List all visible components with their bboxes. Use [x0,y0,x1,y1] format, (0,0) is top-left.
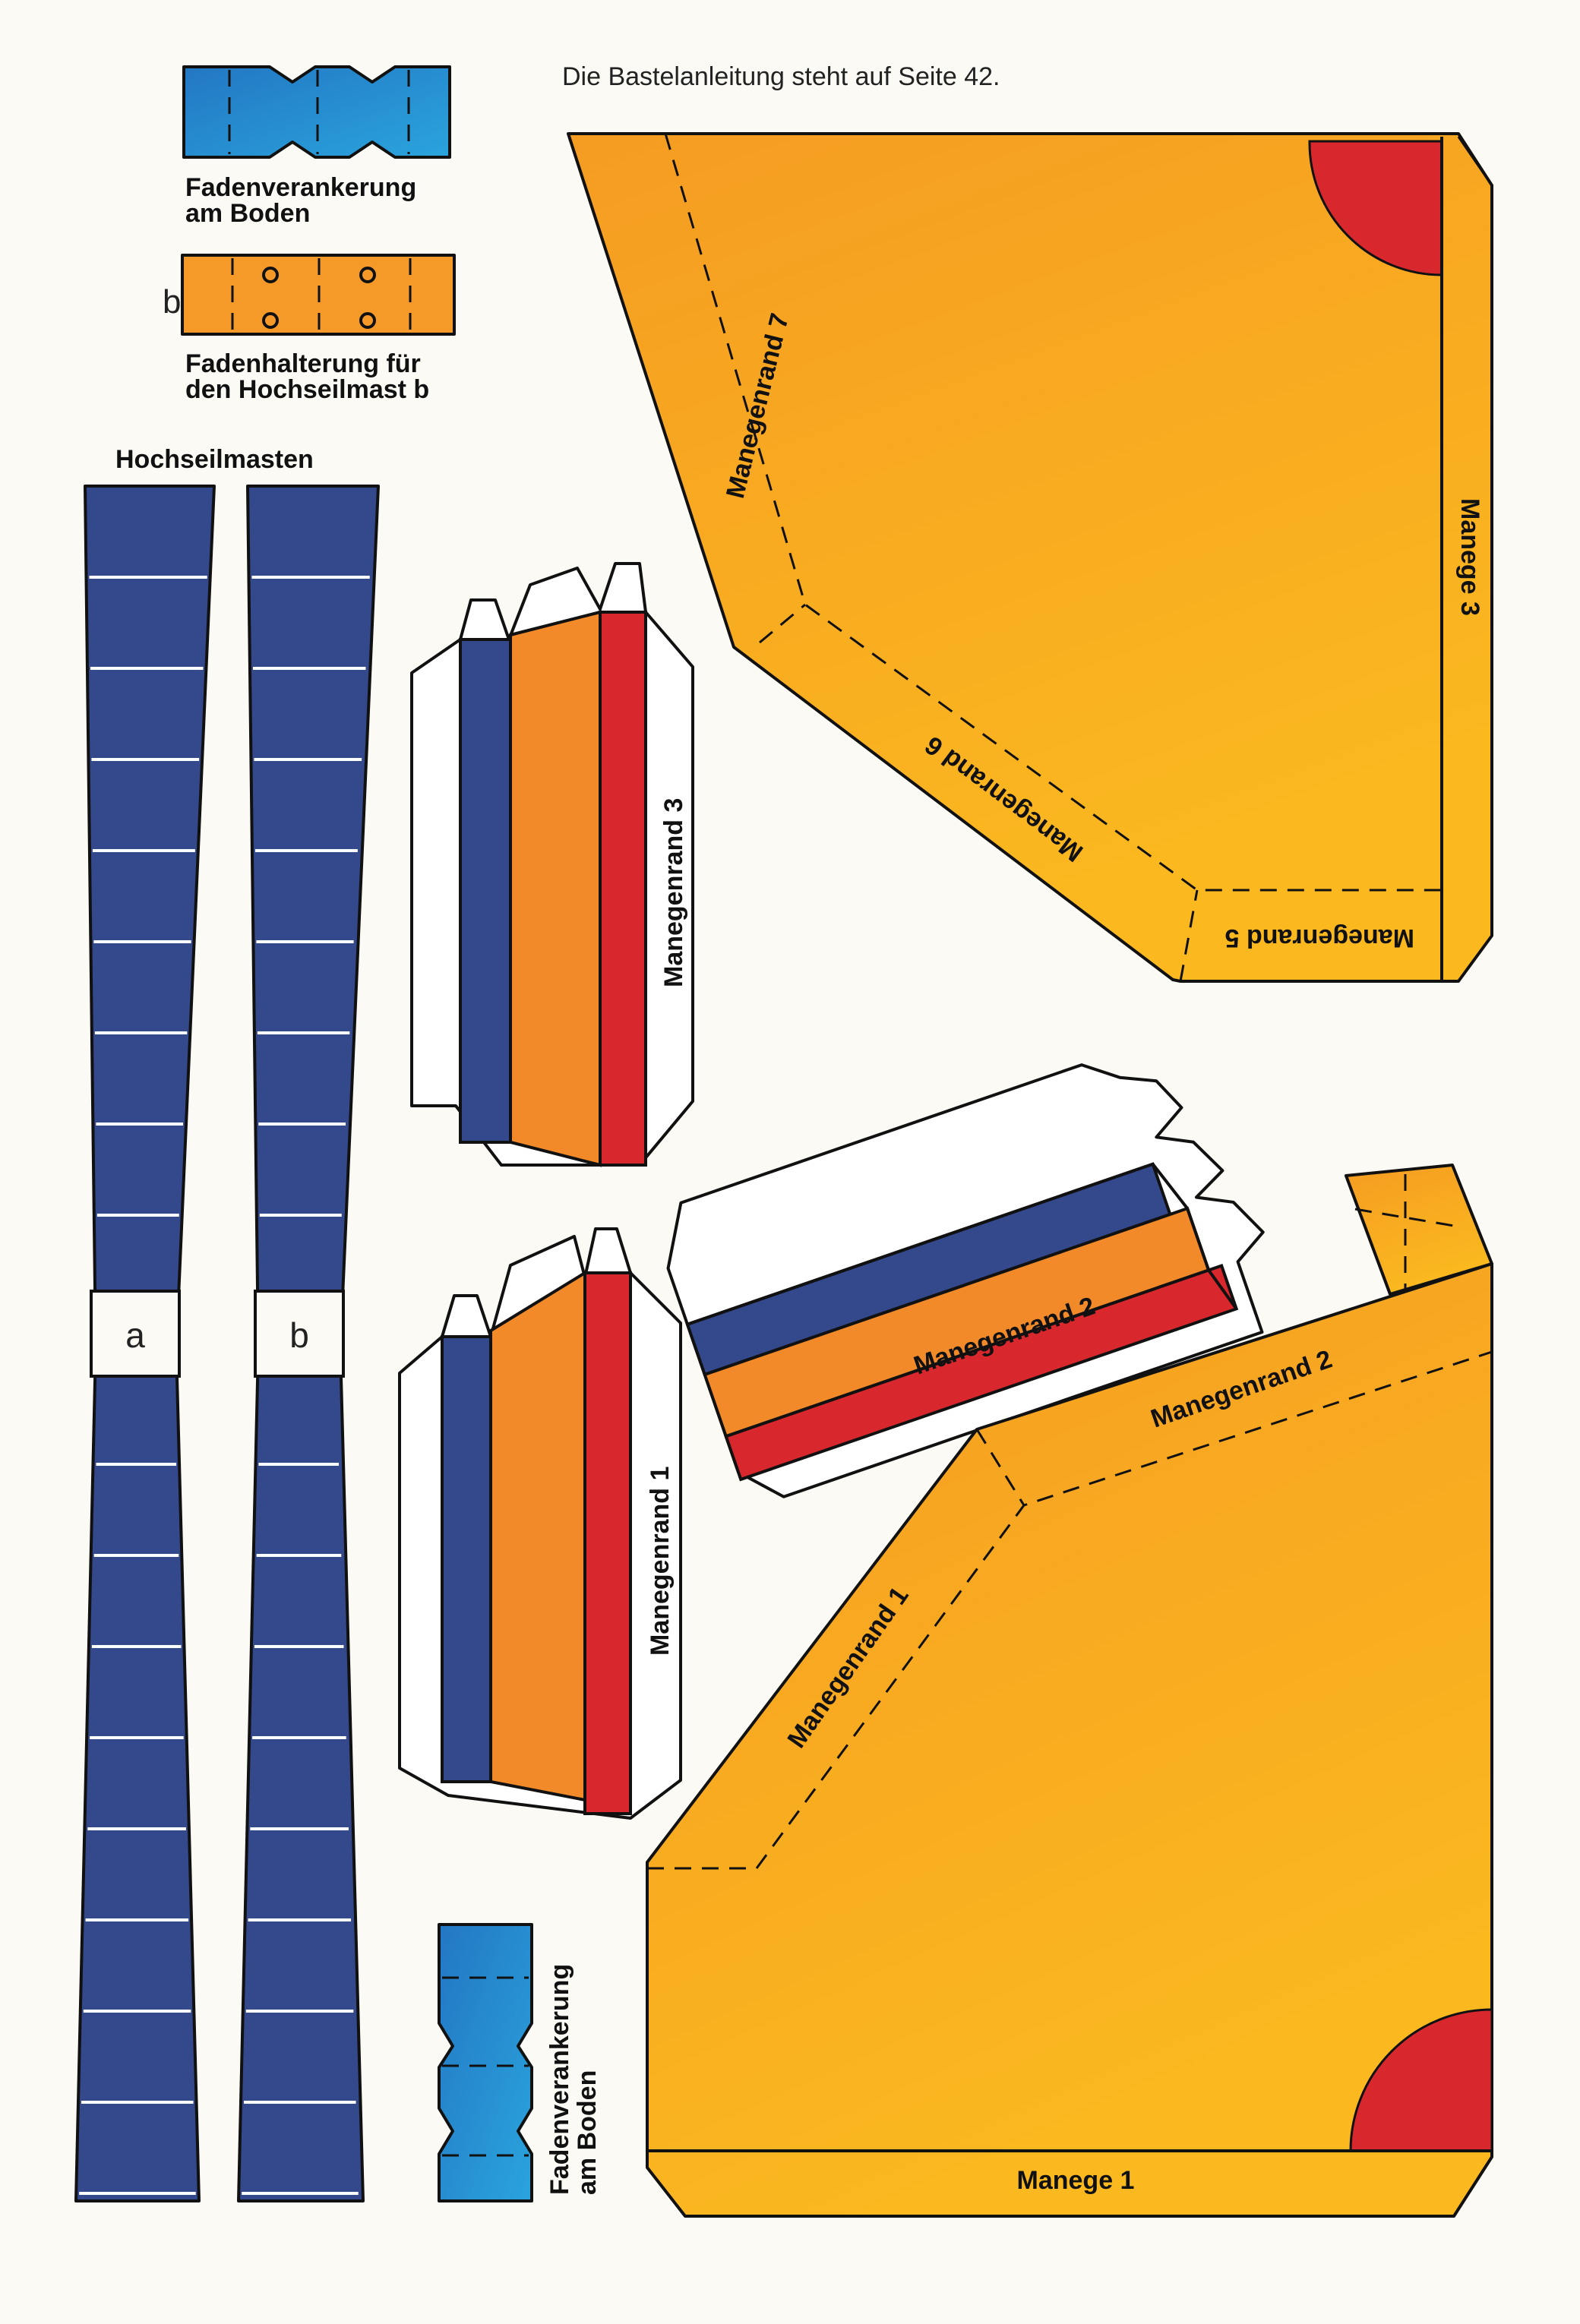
ring-manege-3 [567,132,1493,983]
rim-3-label: Manegenrand 3 [659,798,688,987]
thread-anchor-top [182,65,451,159]
anchor-bottom-caption-line2: am Boden [573,2070,602,2195]
ring-bottom-manege-label: Manege 1 [1017,2166,1135,2195]
holder-caption-line1: Fadenhalterung für [185,349,421,378]
anchor-top-caption-line2: am Boden [185,199,310,228]
instruction-note: Die Bastelanleitung steht auf Seite 42. [562,62,1000,91]
anchor-top-caption-line1: Fadenverankerung [185,173,416,202]
mast-b [237,485,380,2202]
ring-rim-1 [398,1227,682,1820]
mast-a-label: a [125,1315,145,1355]
holder-caption-line2: den Hochseilmast b [185,375,429,404]
ring-top-rim-5-label: Manegenrand 5 [1225,924,1414,952]
ring-top-manege-label: Manege 3 [1455,498,1484,616]
ring-rim-3 [410,562,694,1167]
anchor-bottom-caption-line1: Fadenverankerung [545,1964,574,2195]
mast-a [74,485,216,2202]
ring-rim-2 [666,1063,1265,1498]
thread-holder [181,254,456,336]
mast-b-label: b [289,1315,309,1355]
holder-letter: b [163,283,181,320]
masts-heading: Hochseilmasten [115,445,314,474]
rim-1-label: Manegenrand 1 [646,1467,675,1656]
thread-anchor-bottom [438,1923,533,2202]
ring-manege-1 [646,1164,1493,2218]
